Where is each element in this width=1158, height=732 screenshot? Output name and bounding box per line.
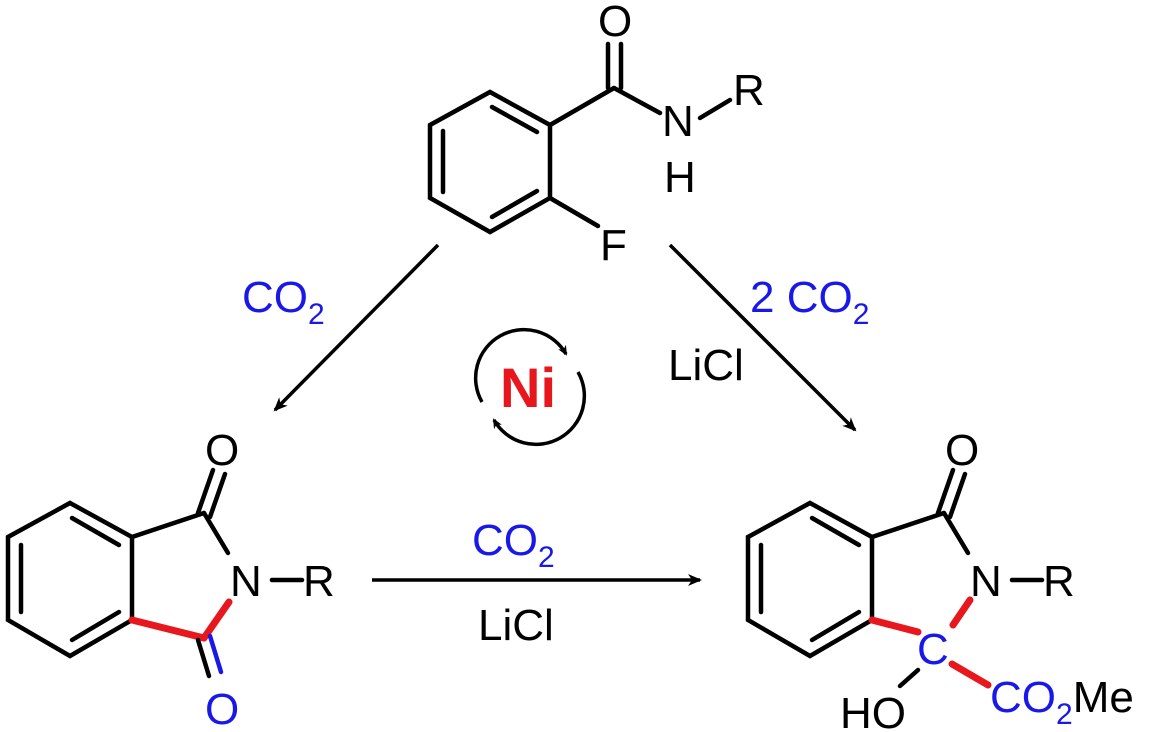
left-arrow-reagent: CO2 bbox=[242, 273, 325, 331]
right-ester-me: Me bbox=[1073, 673, 1134, 722]
right-c-o-double-bond bbox=[935, 467, 956, 516]
bottom-arrow-salt: LiCl bbox=[478, 601, 554, 650]
cycle-arc-upper bbox=[473, 327, 568, 403]
right-ring-to-carbonyl bbox=[869, 510, 947, 540]
right-molecule: O N R C HO CO2Me bbox=[745, 426, 1134, 732]
top-benzene-ring bbox=[427, 89, 553, 235]
left-benzene-ring bbox=[5, 500, 135, 659]
nickel-label: Ni bbox=[500, 356, 556, 419]
right-ester-sub2: 2 bbox=[1056, 698, 1073, 731]
top-oxygen-label: O bbox=[598, 0, 632, 46]
right-c-o-double-bond bbox=[947, 471, 968, 520]
bottom-arrow-reagent: CO2 bbox=[472, 516, 555, 574]
right-carbon-label: C bbox=[917, 625, 949, 674]
right-benzene-ring bbox=[745, 500, 875, 659]
left-red-c-n-bond bbox=[200, 598, 233, 642]
top-ring-inner-bond bbox=[489, 188, 540, 220]
right-ester-co: CO bbox=[990, 673, 1056, 722]
left-upper-c-n-bond bbox=[201, 510, 231, 556]
top-c-f-bond bbox=[547, 195, 601, 229]
right-oxygen-label: O bbox=[945, 426, 979, 475]
right-ring-inner-bond bbox=[809, 609, 862, 643]
top-ring-inner-bond bbox=[489, 104, 540, 135]
right-reaction-arrow bbox=[668, 243, 857, 432]
right-c-oh-bond bbox=[897, 667, 921, 689]
top-c-n-bond bbox=[611, 85, 663, 116]
left-red-ring-c-bond bbox=[128, 616, 208, 642]
right-c-n-bond bbox=[941, 510, 971, 556]
left-r-group-label: R bbox=[303, 557, 335, 606]
top-n-r-bond bbox=[697, 97, 733, 121]
right-red-ring-c-bond bbox=[868, 616, 922, 636]
left-upper-c-o-double-bond bbox=[195, 467, 216, 516]
top-r-group-label: R bbox=[733, 66, 765, 115]
top-fluorine-label: F bbox=[600, 221, 627, 270]
right-arrow-reagent: 2 CO2 bbox=[750, 273, 869, 331]
top-nitrogen-label: N bbox=[662, 97, 694, 146]
right-red-c-n-bond bbox=[949, 596, 974, 629]
left-upper-c-o-double-bond bbox=[207, 471, 228, 520]
right-nitrogen-label: N bbox=[970, 557, 1002, 606]
left-lower-c-o-double-bond bbox=[207, 633, 224, 675]
left-nitrogen-label: N bbox=[230, 557, 262, 606]
right-arrow-salt: LiCl bbox=[668, 341, 744, 390]
nickel-catalytic-cycle: Ni bbox=[473, 327, 587, 447]
top-molecule: O N H R F bbox=[427, 0, 765, 270]
top-hydrogen-label: H bbox=[664, 153, 696, 202]
left-ring-inner-bond bbox=[69, 515, 122, 548]
right-hydroxy-label: HO bbox=[840, 689, 906, 732]
right-ring-inner-bond bbox=[809, 515, 862, 548]
right-red-c-ester-bond bbox=[948, 660, 992, 689]
right-r-group-label: R bbox=[1043, 557, 1075, 606]
left-upper-oxygen-label: O bbox=[205, 426, 239, 475]
left-reaction-arrow bbox=[273, 243, 440, 412]
cycle-arc-lower bbox=[492, 371, 587, 447]
left-ring-to-upper-carbonyl bbox=[129, 510, 207, 540]
top-ring-to-carbonyl-bond bbox=[547, 85, 617, 128]
left-lower-oxygen-label: O bbox=[205, 685, 239, 732]
right-ester-label: CO2Me bbox=[990, 673, 1134, 731]
left-lower-c-o-double-bond bbox=[195, 637, 212, 679]
left-molecule: O N R O bbox=[5, 426, 335, 732]
left-ring-inner-bond bbox=[69, 609, 122, 643]
